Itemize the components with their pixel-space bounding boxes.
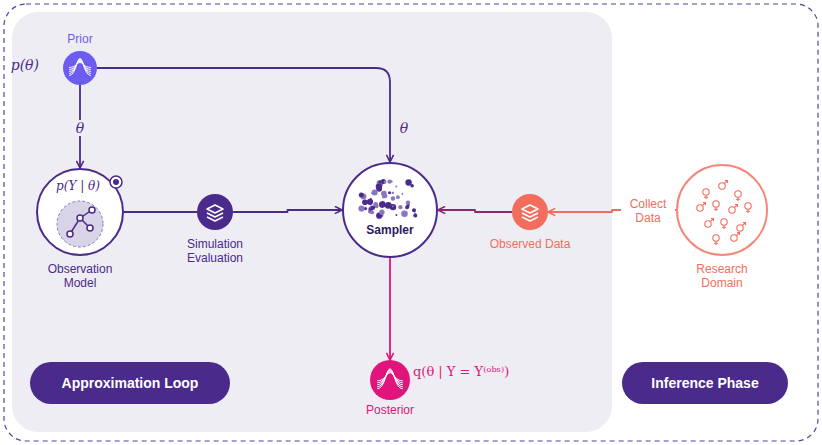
observation-model-circle: p(Y | θ)Observation Model [36, 168, 124, 256]
phase-label: Approximation Loop [62, 375, 199, 392]
node-outline [370, 360, 410, 400]
approximation-panel [12, 12, 612, 432]
edge-label: Collect Data [621, 196, 675, 226]
connector-arrow [124, 211, 197, 213]
posterior-formula: q(θ | Y = Y⁽ᵒᵇˢ⁾) [413, 364, 563, 380]
edge-label: θ [397, 120, 411, 136]
node-label: Research Domain [677, 262, 767, 290]
phase-pill: Inference Phase [622, 362, 788, 404]
node-label: Observed Data [485, 237, 575, 251]
posterior-icon: q(θ | Y = Y⁽ᵒᵇˢ⁾)Posterior [370, 360, 410, 400]
node-outline [676, 164, 768, 256]
model-formula: p(Y | θ) [46, 179, 110, 193]
connector-arrow [97, 68, 390, 162]
node-outline [197, 194, 233, 230]
phase-label: Inference Phase [651, 375, 758, 392]
prior-icon: Priorp(θ) [63, 51, 97, 85]
connector-arrow [438, 210, 512, 212]
node-label: Observation Model [35, 262, 125, 290]
simulation-icon: Simulation Evaluation [197, 194, 233, 230]
connector-arrow [389, 258, 391, 360]
phase-pill: Approximation Loop [30, 362, 230, 404]
node-outline [63, 51, 97, 85]
sampler-circle: Sampler [342, 162, 438, 258]
node-label: Simulation Evaluation [170, 237, 260, 265]
edge-label: θ [73, 120, 87, 136]
prior-formula: p(θ) [0, 57, 39, 73]
node-outline [512, 194, 548, 230]
research-domain-circle: Research Domain [676, 164, 768, 256]
observed-data-icon: Observed Data [512, 194, 548, 230]
outer-dashed-frame [4, 4, 818, 441]
node-outline [342, 162, 438, 258]
sampler-label: Sampler [350, 223, 430, 237]
connector-arrow [233, 210, 342, 212]
prior-label: Prior [50, 32, 110, 46]
node-label: Posterior [350, 403, 430, 417]
